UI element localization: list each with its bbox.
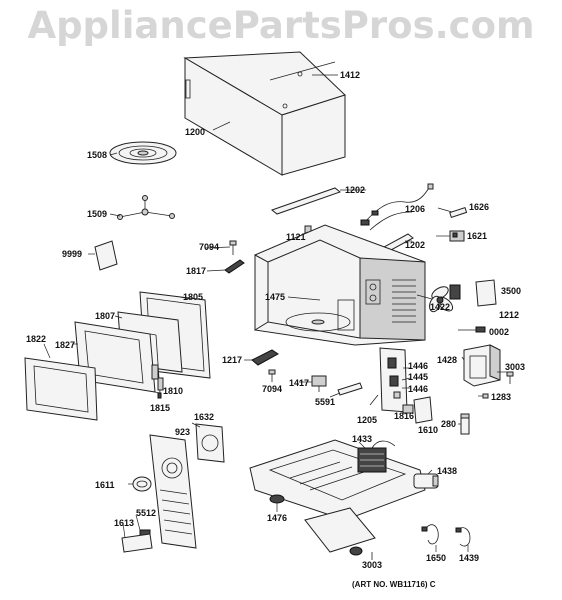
art-number: (ART NO. WB11716) C [352, 580, 436, 589]
small-switch-part [449, 230, 465, 242]
callout-7094-lower: 7094 [262, 384, 283, 394]
callout-1805: 1805 [183, 292, 204, 302]
callout-1417: 1417 [289, 378, 310, 388]
magnetron-part [357, 440, 396, 473]
latch-hook-part [251, 349, 279, 366]
callout-1476: 1476 [267, 513, 288, 523]
interlock-switch-bracket-part [379, 347, 411, 413]
callout-1439: 1439 [459, 553, 480, 563]
screw-lower-part [268, 369, 276, 382]
callout-1205: 1205 [357, 415, 378, 425]
callout-5512: 5512 [136, 508, 157, 518]
fan-blade-part [429, 284, 461, 313]
fuse-part [449, 206, 468, 218]
callout-3003-right: 3003 [505, 362, 526, 372]
callout-1650: 1650 [426, 553, 447, 563]
callout-1815: 1815 [150, 403, 171, 413]
upper-rail-part [270, 187, 366, 215]
callout-1508: 1508 [87, 150, 108, 160]
door-latch-part [157, 377, 164, 399]
control-panel-part [149, 434, 197, 549]
callout-3500: 3500 [501, 286, 522, 296]
roller-support-part [117, 195, 175, 220]
callout-1509: 1509 [87, 209, 108, 219]
wire-1650-part [421, 524, 439, 545]
transformer-part [463, 344, 501, 387]
bracket-part [337, 382, 363, 396]
callout-1200: 1200 [185, 127, 206, 137]
manual-part [94, 240, 118, 271]
clip-0002-part [475, 326, 486, 333]
callout-1632: 1632 [194, 412, 215, 422]
callout-1446-upper: 1446 [408, 361, 429, 371]
callout-1611: 1611 [95, 480, 115, 490]
monitor-switch-part [402, 396, 433, 424]
callout-1206: 1206 [405, 204, 426, 214]
door-choke-part [24, 357, 98, 421]
foot-part [269, 494, 285, 504]
callout-1433: 1433 [352, 434, 373, 444]
wire-1439-part [455, 527, 471, 547]
callout-1438: 1438 [437, 466, 458, 476]
wire-harness-part [360, 183, 434, 231]
harness-piece-part [369, 394, 379, 406]
callout-1422: 1422 [430, 302, 451, 312]
watermark: AppliancePartsPros.com [27, 4, 535, 47]
callout-1202-lower: 1202 [405, 240, 426, 250]
callout-1445: 1445 [408, 372, 429, 382]
callout-1621: 1621 [467, 231, 488, 241]
callout-280: 280 [441, 419, 457, 429]
motor-part [311, 375, 327, 392]
callout-1626: 1626 [469, 202, 490, 212]
callout-7094-upper: 7094 [199, 242, 220, 252]
callout-1613: 1613 [114, 518, 135, 528]
oven-cavity-part [254, 224, 426, 346]
callout-1807: 1807 [95, 311, 116, 321]
screw-part [229, 240, 237, 255]
callout-1217: 1217 [222, 355, 243, 365]
callout-0002: 0002 [489, 327, 510, 337]
callout-1822: 1822 [26, 334, 47, 344]
callout-1428: 1428 [437, 355, 458, 365]
callout-1475: 1475 [265, 292, 286, 302]
panel-latch-part [121, 529, 153, 553]
turntable-tray-part [109, 141, 177, 165]
callout-923: 923 [175, 427, 191, 437]
outer-cabinet-part [183, 51, 346, 176]
callout-1816: 1816 [394, 411, 415, 421]
capacitor-part [413, 473, 439, 489]
callout-1817: 1817 [186, 266, 207, 276]
screw-1283-part [482, 393, 489, 399]
callout-1610: 1610 [418, 425, 439, 435]
callout-1412: 1412 [340, 70, 361, 80]
callout-1202-upper: 1202 [345, 185, 366, 195]
screw-3003-part [506, 371, 514, 384]
control-knob-part [132, 476, 152, 492]
fan-motor-plate-part [475, 279, 497, 307]
callout-9999: 9999 [62, 249, 83, 259]
callout-1446-lower: 1446 [408, 384, 429, 394]
diode-part [460, 413, 470, 435]
control-board-part [195, 423, 225, 463]
callout-3003-bottom: 3003 [362, 560, 383, 570]
callout-5591: 5591 [315, 397, 336, 407]
callout-1810: 1810 [163, 386, 184, 396]
latch-lever-part [224, 259, 245, 274]
callout-1283: 1283 [491, 392, 512, 402]
callout-1212: 1212 [499, 310, 520, 320]
callout-1827: 1827 [55, 340, 76, 350]
callout-1121: 1121 [286, 232, 306, 242]
foot-lower-part [349, 546, 373, 560]
